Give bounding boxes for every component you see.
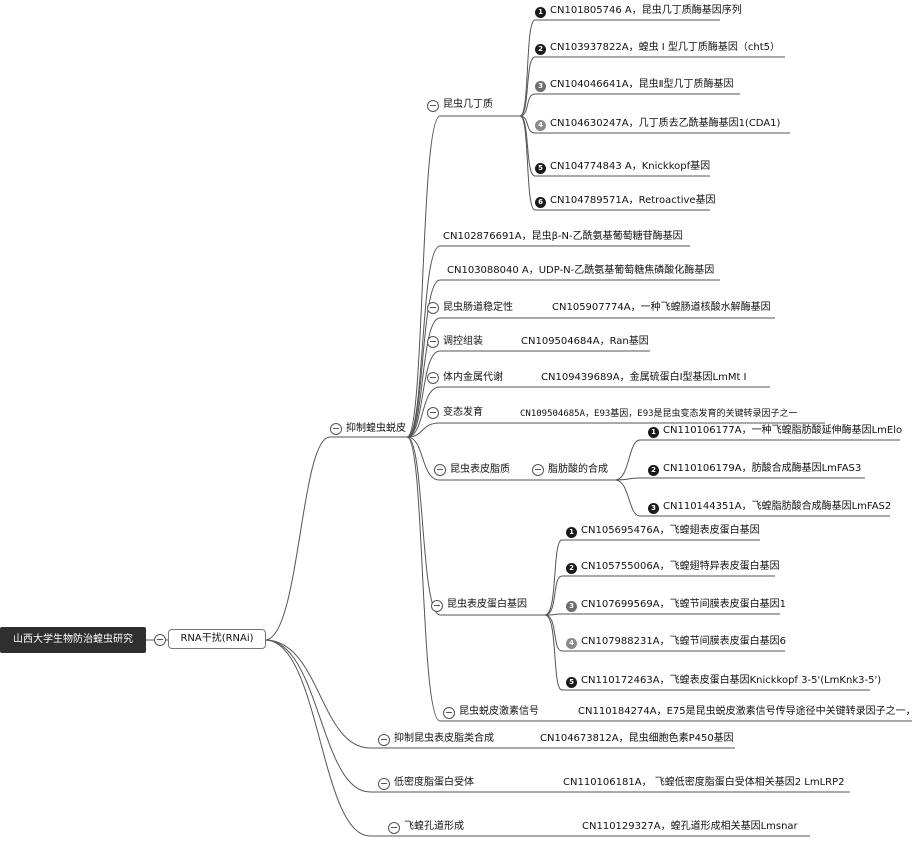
collapse-toggle-chitin[interactable]: [427, 100, 439, 112]
metal-metabolism-node[interactable]: 体内金属代谢: [443, 372, 503, 383]
collapse-toggle-fatty-acid[interactable]: [532, 464, 544, 476]
number-4-icon: 4: [535, 120, 546, 131]
pore-formation-node[interactable]: 飞蝗孔道形成: [404, 821, 464, 832]
collapse-toggle-gut[interactable]: [427, 302, 439, 314]
collapse-toggle-pore[interactable]: [388, 822, 400, 834]
collapse-toggle-metamorphosis[interactable]: [427, 407, 439, 419]
lipid-synthesis-leaf[interactable]: CN104673812A，昆虫细胞色素P450基因: [540, 733, 734, 744]
pore-formation-leaf[interactable]: CN110129327A，蝗孔道形成相关基因Lmsnar: [582, 821, 798, 832]
fatty-acid-node[interactable]: 脂肪酸的合成: [548, 464, 608, 475]
number-5-icon: 5: [535, 163, 546, 174]
cuticle-protein-node[interactable]: 昆虫表皮蛋白基因: [447, 599, 527, 610]
number-2-icon: 2: [566, 563, 577, 574]
collapse-toggle-metal[interactable]: [427, 372, 439, 384]
number-2-icon: 2: [648, 465, 659, 476]
metal-metabolism-leaf[interactable]: CN109439689A，金属硫蛋白I型基因LmMt I: [541, 372, 747, 383]
hormone-leaf[interactable]: CN110184274A，E75是昆虫蜕皮激素信号传导途径中关键转录因子之一，: [578, 706, 912, 717]
number-1-icon: 1: [648, 427, 659, 438]
collapse-toggle-main[interactable]: [330, 423, 342, 435]
assembly-leaf[interactable]: CN109504684A，Ran基因: [521, 336, 649, 347]
number-6-icon: 6: [535, 197, 546, 208]
collapse-toggle-cuticle[interactable]: [431, 600, 443, 612]
assembly-node[interactable]: 调控组装: [443, 336, 483, 347]
number-3-icon: 3: [535, 81, 546, 92]
ldl-receptor-leaf[interactable]: CN110106181A， 飞蝗低密度脂蛋白受体相关基因2 LmLRP2: [563, 777, 845, 788]
collapse-toggle-ldl-receptor[interactable]: [378, 778, 390, 790]
gut-stability-leaf[interactable]: CN105907774A，一种飞蝗肠道核酸水解酶基因: [552, 302, 771, 313]
number-3-icon: 3: [566, 601, 577, 612]
collapse-toggle-lipid-synthesis[interactable]: [378, 734, 390, 746]
number-3-icon: 3: [648, 503, 659, 514]
metamorphosis-leaf[interactable]: CN109504685A，E93基因，E93是昆虫变态发育的关键转录因子之一: [520, 409, 798, 419]
collapse-toggle-root[interactable]: [154, 634, 166, 646]
number-1-icon: 1: [566, 527, 577, 538]
hormone-node[interactable]: 昆虫蜕皮激素信号: [459, 706, 539, 717]
leaf-hexosaminidase[interactable]: CN102876691A，昆虫β-N-乙酰氨基葡萄糖苷酶基因: [443, 231, 683, 242]
leaf-udp-pyrophosphorylase[interactable]: CN103088040 A，UDP-N-乙酰氨基葡萄糖焦磷酸化酶基因: [447, 265, 715, 276]
gut-stability-node[interactable]: 昆虫肠道稳定性: [443, 302, 513, 313]
chitin-node[interactable]: 昆虫几丁质: [443, 99, 493, 110]
main-node[interactable]: 抑制蝗虫蜕皮: [346, 423, 406, 434]
number-2-icon: 2: [535, 44, 546, 55]
collapse-toggle-assembly[interactable]: [427, 336, 439, 348]
number-4-icon: 4: [566, 638, 577, 649]
lipid-synthesis-node[interactable]: 抑制昆虫表皮脂类合成: [394, 733, 494, 744]
number-1-icon: 1: [535, 7, 546, 18]
number-5-icon: 5: [566, 677, 577, 688]
lipid-node[interactable]: 昆虫表皮脂质: [450, 464, 510, 475]
rnai-node[interactable]: RNA干扰(RNAi): [168, 629, 266, 649]
collapse-toggle-hormone[interactable]: [443, 707, 455, 719]
collapse-toggle-lipid[interactable]: [434, 464, 446, 476]
metamorphosis-node[interactable]: 变态发育: [443, 407, 483, 418]
ldl-receptor-node[interactable]: 低密度脂蛋白受体: [394, 777, 474, 788]
root-node[interactable]: 山西大学生物防治蝗虫研究: [0, 627, 146, 653]
